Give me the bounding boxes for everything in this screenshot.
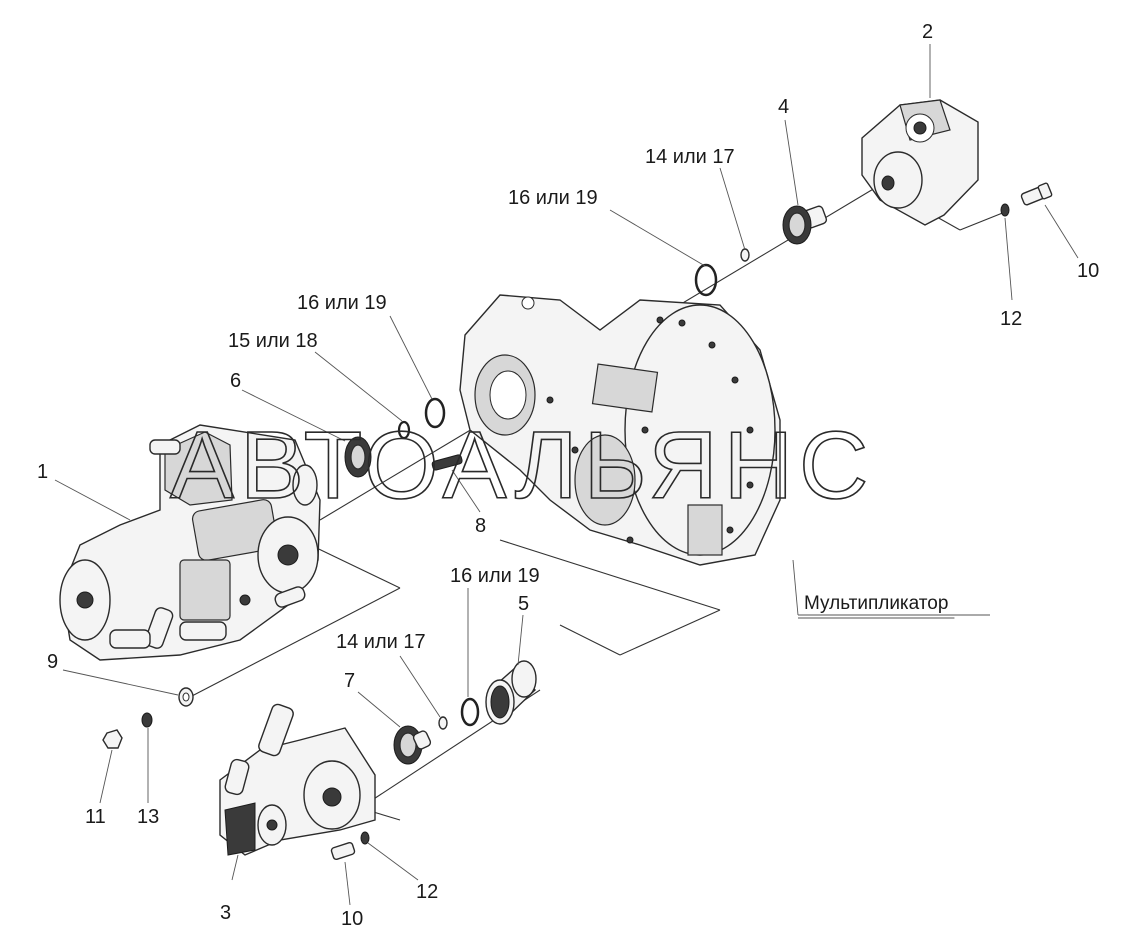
callout-4: 4 — [778, 96, 789, 118]
part-1-main-pump — [59, 424, 321, 661]
part-8-stud — [431, 454, 463, 471]
part-2-valve-block — [861, 99, 979, 226]
part-6-bearing — [344, 397, 446, 478]
callout-11: 11 — [85, 806, 106, 828]
bolt-and-washer-bottom — [330, 831, 370, 861]
retaining-rings-bottom — [438, 697, 480, 730]
callout-16-mid: 16 или 19 — [297, 292, 387, 314]
callout-10-top: 10 — [1077, 260, 1099, 282]
callout-labels: 2 4 14 или 17 16 или 19 10 12 16 или 19 … — [37, 21, 1099, 930]
callout-6: 6 — [230, 370, 241, 392]
callout-15: 15 или 18 — [228, 330, 318, 352]
multiplier-housing — [459, 294, 781, 566]
callout-8: 8 — [475, 515, 486, 537]
bolt-and-washer-top — [1000, 182, 1053, 217]
retaining-rings-top — [694, 248, 750, 297]
callout-1: 1 — [37, 461, 48, 483]
callout-13: 13 — [137, 806, 159, 828]
part-4-gear — [782, 205, 828, 245]
callout-9: 9 — [47, 651, 58, 673]
leader-lines — [54, 44, 1079, 906]
part-5-sleeve — [485, 660, 537, 725]
callout-16-top: 16 или 19 — [508, 187, 598, 209]
callout-7: 7 — [344, 670, 355, 692]
multiplier-label: Мультипликатор — [804, 593, 948, 614]
watermark: АВТОАЛЬЯНС — [170, 412, 874, 519]
callout-3: 3 — [220, 902, 231, 924]
part-7-gear — [393, 725, 432, 765]
callout-14-top: 14 или 17 — [645, 146, 735, 168]
callout-12-top: 12 — [1000, 308, 1022, 330]
part-3-pump — [219, 703, 376, 856]
callout-14-bottom: 14 или 17 — [336, 631, 426, 653]
callout-10-bottom: 10 — [341, 908, 363, 930]
callout-5: 5 — [518, 593, 529, 615]
callout-2: 2 — [922, 21, 933, 43]
small-fasteners-left — [102, 687, 194, 749]
callout-12-bottom: 12 — [416, 881, 438, 903]
callout-16-bottom: 16 или 19 — [450, 565, 540, 587]
